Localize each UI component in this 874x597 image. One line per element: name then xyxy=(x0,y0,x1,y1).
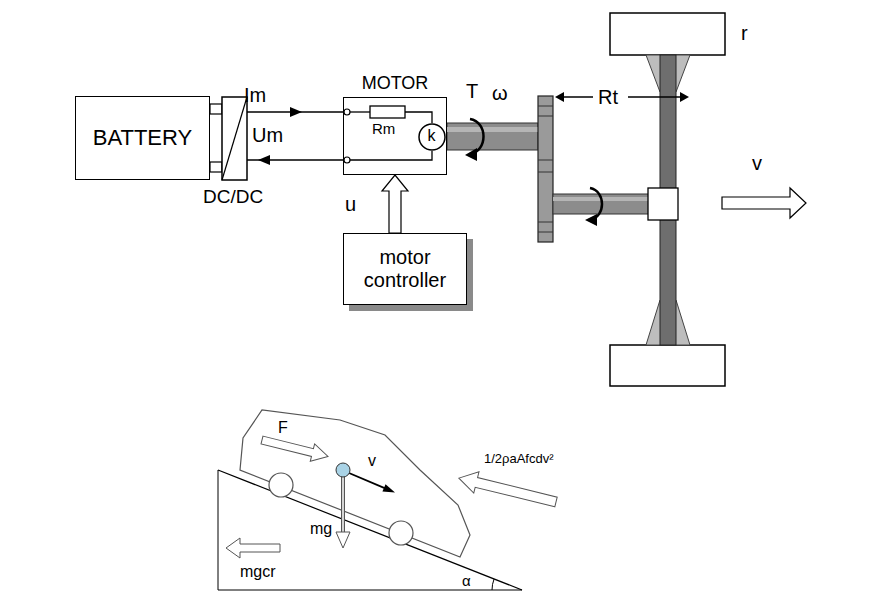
radius-label: r xyxy=(741,22,748,44)
angle-label: α xyxy=(462,573,471,590)
force-arrow xyxy=(347,469,396,496)
drive-shaft xyxy=(585,214,597,226)
gear xyxy=(538,222,553,223)
ratio-label: Rt xyxy=(598,86,618,108)
battery-terminal xyxy=(210,162,222,172)
velocity-label: v xyxy=(368,452,376,470)
current-label: Im xyxy=(244,84,266,106)
gravity-label: mg xyxy=(310,520,332,538)
force-arrow xyxy=(349,473,386,489)
force-arrow xyxy=(260,431,330,465)
velocity-arrow xyxy=(722,188,806,218)
battery-terminal xyxy=(210,104,222,172)
drive-shaft xyxy=(553,188,650,226)
motor-shaft xyxy=(465,148,477,161)
ratio-arrow xyxy=(628,96,681,98)
motor-wiring xyxy=(350,111,370,112)
battery-box: BATTERY xyxy=(75,96,210,180)
dcdc-converter xyxy=(222,97,247,180)
converter-label: DC/DC xyxy=(203,187,263,208)
ratio-arrow xyxy=(562,96,593,98)
wheel xyxy=(610,13,725,55)
box-text: k xyxy=(420,127,444,145)
gear xyxy=(538,96,553,242)
supply-wire xyxy=(247,107,350,165)
velocity-arrow xyxy=(722,188,806,218)
wheel xyxy=(610,13,725,386)
box-text: BATTERY xyxy=(85,125,200,150)
force-arrow xyxy=(226,538,280,558)
motor-shaft xyxy=(447,123,538,150)
force-arrow xyxy=(336,532,350,548)
drag-label: 1/2ρaAfcdv² xyxy=(484,452,554,466)
force-arrow xyxy=(456,467,558,512)
force-arrow xyxy=(226,431,559,558)
circle-outline xyxy=(419,124,445,150)
force-arrow xyxy=(456,467,558,512)
ratio-arrow xyxy=(555,92,689,102)
gear xyxy=(538,96,553,242)
slope xyxy=(218,590,522,591)
gear xyxy=(538,106,553,107)
armature-circle: k xyxy=(418,123,446,151)
force-arrow xyxy=(336,463,350,477)
slope xyxy=(492,579,494,590)
gear xyxy=(538,172,553,173)
motor-shaft xyxy=(447,119,538,161)
speed-label: ω xyxy=(492,82,508,104)
car-body xyxy=(269,473,293,497)
car-body xyxy=(240,410,470,557)
force-label: F xyxy=(278,419,288,437)
force-arrow xyxy=(260,431,330,465)
torque-label: T xyxy=(466,80,478,102)
motor-wiring xyxy=(370,106,405,118)
motor-wiring xyxy=(405,112,432,123)
dcdc-converter xyxy=(222,97,247,180)
control-arrow xyxy=(382,175,408,233)
axle xyxy=(648,55,678,345)
car-body xyxy=(240,410,470,557)
car-body xyxy=(389,521,413,545)
slope xyxy=(218,470,219,590)
resistance-label: Rm xyxy=(372,121,395,138)
gear xyxy=(538,232,553,233)
gear xyxy=(538,160,553,161)
controller-box: motor controller xyxy=(343,233,467,305)
gear xyxy=(538,116,553,117)
voltage-label: Um xyxy=(252,124,283,146)
force-arrow xyxy=(382,484,396,496)
velocity-label: v xyxy=(752,152,762,174)
box-text: motor controller xyxy=(344,246,466,292)
supply-wire xyxy=(344,109,350,115)
dcdc-converter xyxy=(222,97,247,180)
axle xyxy=(648,188,678,220)
supply-wire xyxy=(258,155,270,165)
supply-wire xyxy=(290,107,302,117)
wheel xyxy=(610,345,725,386)
rolling-resistance-label: mgcr xyxy=(240,563,276,581)
box-heading: MOTOR xyxy=(344,73,446,94)
motor-wiring xyxy=(350,151,432,160)
force-arrow xyxy=(341,477,345,532)
ratio-arrow xyxy=(555,92,564,102)
battery-terminal xyxy=(210,104,222,114)
motor-shaft xyxy=(447,127,538,132)
force-arrow xyxy=(342,477,344,532)
ratio-arrow xyxy=(680,92,689,102)
signal-label: u xyxy=(343,193,358,215)
supply-wire xyxy=(344,157,350,163)
